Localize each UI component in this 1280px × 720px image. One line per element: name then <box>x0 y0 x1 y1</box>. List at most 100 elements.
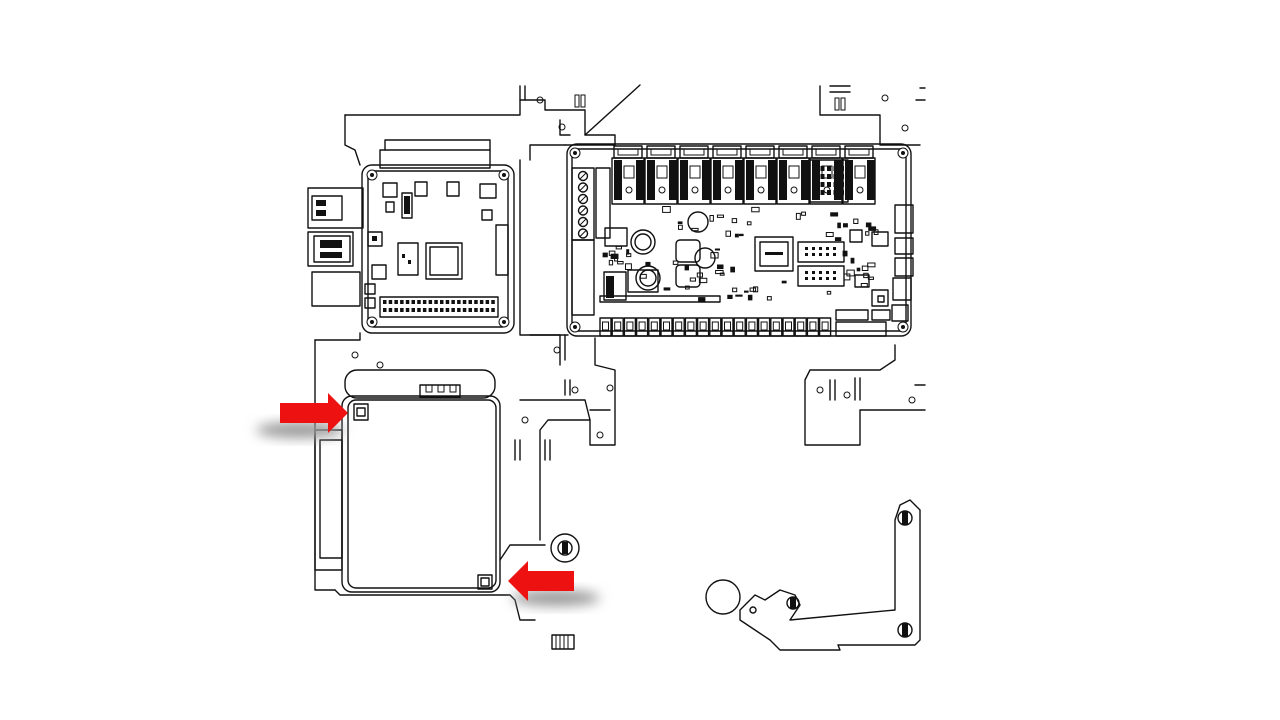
grid-pin <box>840 166 844 171</box>
smd-component <box>751 206 760 213</box>
bottom-connector <box>733 317 746 337</box>
grid-pin <box>840 182 844 187</box>
bottom-connector <box>672 317 685 337</box>
bottom-connector-pin <box>809 321 817 331</box>
terminal-screw <box>577 216 589 228</box>
smd-component <box>753 286 759 293</box>
bottom-connector-row <box>599 317 832 337</box>
driver-pins-left <box>614 160 622 200</box>
bottom-connector-pin <box>650 321 658 331</box>
bottom-connector <box>745 317 759 337</box>
grid-pin <box>827 166 831 171</box>
bottom-connector <box>794 317 807 337</box>
driver-chip <box>656 165 668 179</box>
smd-component <box>735 294 743 297</box>
controller-mainboard <box>566 143 914 337</box>
driver-chip <box>854 165 866 179</box>
bottom-connector-pin <box>760 321 768 331</box>
smd-component <box>825 232 834 237</box>
smd-component <box>725 230 731 237</box>
gpio-pin <box>411 308 415 312</box>
smd-component <box>685 285 690 290</box>
bottom-connector <box>623 317 637 337</box>
box-header-pin <box>833 271 836 274</box>
gpio-pin <box>457 300 461 304</box>
bottom-connector-pin <box>711 321 719 331</box>
bottom-connector <box>818 317 832 337</box>
terminal-screw <box>577 205 589 216</box>
grid-pin <box>814 182 818 187</box>
gpio-pin <box>485 308 490 312</box>
terminal-slot <box>579 172 587 180</box>
gpio-pin <box>400 308 404 312</box>
smd-component <box>867 262 876 268</box>
grid-pin <box>820 190 825 195</box>
driver-pins-left <box>680 160 688 200</box>
gpio-pin <box>491 300 495 304</box>
smd-component <box>850 257 855 264</box>
smd-component <box>615 245 623 250</box>
gpio-pin <box>479 300 484 304</box>
grid-pin <box>833 174 838 179</box>
smd-component <box>860 283 868 288</box>
gpio-pin <box>462 300 467 304</box>
driver-pins-left <box>845 160 853 200</box>
gpio-pin <box>474 308 478 312</box>
smd-component <box>719 272 725 276</box>
smd-component <box>672 260 679 265</box>
bottom-connector-pin <box>797 321 805 331</box>
smd-component <box>830 212 839 217</box>
smd-component <box>746 221 752 226</box>
smd-component <box>731 218 738 224</box>
grid-pin <box>833 182 838 187</box>
gpio-pin <box>479 308 484 312</box>
smd-component <box>698 297 706 303</box>
driver-connector-pins <box>683 148 705 156</box>
smd-component <box>734 233 739 238</box>
gpio-pin <box>445 300 450 304</box>
gpio-pin <box>451 308 455 312</box>
box-header-pin <box>833 247 836 250</box>
driver-pins-left <box>779 160 787 200</box>
smd-component <box>716 214 725 218</box>
box-header-pin <box>833 277 836 280</box>
gpio-pin <box>405 300 410 304</box>
bottom-connector <box>770 317 783 337</box>
gpio-pin <box>462 308 467 312</box>
bottom-connector <box>696 317 710 337</box>
smd-component <box>744 290 749 293</box>
driver-connector-pins <box>650 148 672 156</box>
grid-module <box>814 166 844 195</box>
smd-component <box>843 223 848 228</box>
bottom-connector-pin <box>638 321 646 331</box>
stepper-driver-row <box>611 145 876 205</box>
box-header-pin <box>805 247 808 250</box>
smd-component <box>678 224 683 230</box>
box-header-pin <box>826 271 829 274</box>
gpio-pin <box>440 300 444 304</box>
driver-pins-right <box>867 160 875 200</box>
bottom-connector <box>648 317 661 337</box>
smd-component <box>834 237 842 241</box>
smd-component <box>766 296 772 301</box>
terminal-slot <box>579 207 587 214</box>
grid-pin <box>814 166 818 171</box>
smd-component <box>689 277 696 282</box>
driver-pins-left <box>713 160 721 200</box>
box-header-pin <box>812 277 815 280</box>
gpio-pin <box>394 308 398 312</box>
smd-component <box>846 269 855 277</box>
smd-component <box>696 272 703 278</box>
box-header-pin <box>812 247 815 250</box>
smd-component <box>645 261 651 267</box>
box-header-pin <box>819 271 822 274</box>
smd-component <box>691 227 699 232</box>
box-header-pin <box>819 277 822 280</box>
smd-component <box>709 215 714 222</box>
gpio-pin <box>417 300 421 304</box>
smd-component <box>843 273 851 281</box>
smd-component <box>865 222 872 228</box>
smd-component <box>684 265 689 271</box>
box-header-pin <box>819 253 822 256</box>
smd-component <box>714 248 720 251</box>
